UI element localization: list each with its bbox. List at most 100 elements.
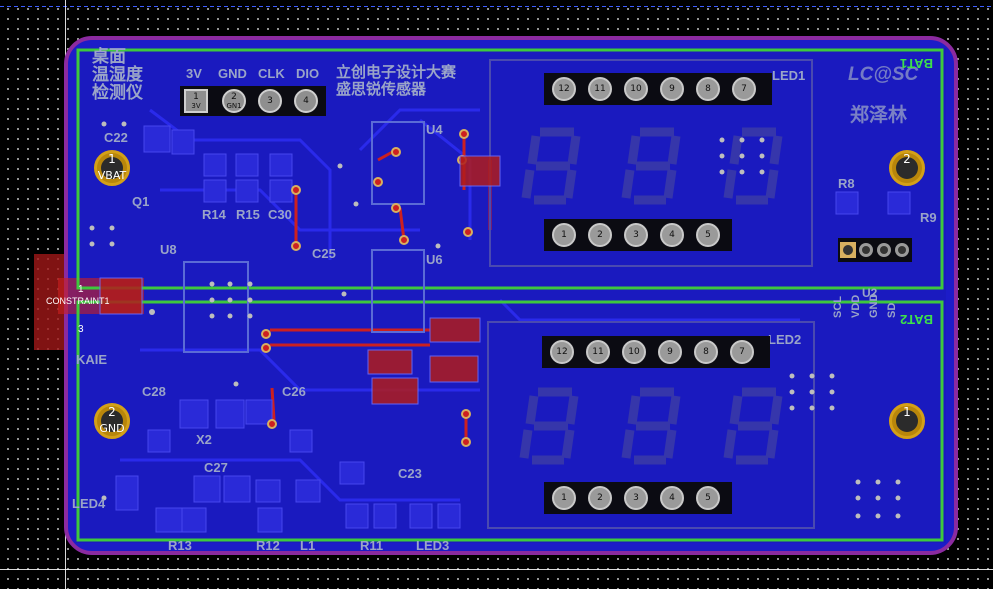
led-pin[interactable]: 4 [660,223,684,247]
led-pin[interactable]: 2 [588,486,612,510]
led-pin[interactable]: 11 [588,77,612,101]
pin-number: 12 [556,347,568,357]
pad-number: 1 [193,91,199,102]
pin-number: 1 [561,230,567,240]
led-pin[interactable]: 12 [550,340,574,364]
lcsc-logo: LC@SC [848,64,919,85]
ref-r15: R15 [236,207,260,222]
board-title-line-1: 桌面 [92,47,126,66]
u8-outline [183,261,249,353]
j-pin-4[interactable]: 4 [294,89,318,113]
pin-number: 10 [630,84,642,94]
ref-bat2: BAT2 [900,312,933,327]
header-label-dio: DIO [296,66,320,81]
ref-led3: LED3 [416,538,450,553]
pin-number: 10 [628,347,640,357]
contest-text: 立创电子设计大赛 盛思锐传感器 [336,64,456,98]
bat2-outline [76,300,944,542]
pin-number: 9 [669,84,675,94]
led-pin[interactable]: 9 [660,77,684,101]
ref-led1: LED1 [772,68,806,83]
sensor-label-vdd: VDD [850,294,862,318]
j-pin-2[interactable]: 2 GN1 [222,89,246,113]
pad-number: 4 [303,96,309,106]
led-pin[interactable]: 11 [586,340,610,364]
pad-net: GN1 [226,101,242,110]
led2-top-pins: 12 11 10 9 8 7 [542,336,770,368]
pin-number: 11 [594,84,606,94]
pin-number: 5 [705,230,711,240]
led-pin[interactable]: 8 [694,340,718,364]
led-pin[interactable]: 10 [624,77,648,101]
ref-r11: R11 [360,538,384,553]
led-pin[interactable]: 5 [696,223,720,247]
ref-c26: C26 [282,384,306,399]
hatch-zones [99,155,501,405]
led-pin[interactable]: 4 [660,486,684,510]
header-label-3v: 3V [186,66,202,81]
pin-number: 1 [561,493,567,503]
pad-number: 2 [231,91,237,102]
led-pin[interactable]: 7 [730,340,754,364]
ref-r9: R9 [920,210,937,225]
board-title-line-3: 检测仪 [92,83,143,102]
ref-c28: C28 [142,384,166,399]
pin-number: 4 [669,493,675,503]
led-pin[interactable]: 1 [552,223,576,247]
ref-x2: X2 [196,432,212,447]
led-pin[interactable]: 5 [696,486,720,510]
hole-number: 2 [108,405,116,419]
ref-kaie: KAIE [76,352,108,367]
switch-pin-1: 1 [78,284,84,295]
ref-c30: C30 [268,207,292,222]
ref-u4: U4 [426,122,443,137]
contest-line-2: 盛思锐传感器 [336,81,427,98]
sensor-label-gnd: GND [868,293,880,318]
pad-net: 3V [191,101,201,110]
pin-number: 7 [739,347,745,357]
hole-drill [101,410,123,432]
grid-guide-dashed [0,6,993,7]
mount-hole-vbat[interactable]: 1 VBAT [94,150,130,186]
mount-hole-bat1-2[interactable]: 2 [889,150,925,186]
sensor-header-pins [840,242,909,258]
ref-led2: LED2 [768,332,802,347]
hole-number: 2 [903,152,911,166]
pin-number: 7 [741,84,747,94]
header-label-gnd: GND [218,66,247,81]
led-pin[interactable]: 1 [552,486,576,510]
pin-number: 2 [597,230,603,240]
j-pin-3[interactable]: 3 [258,89,282,113]
led-pin[interactable]: 10 [622,340,646,364]
segment-digits-top [521,127,783,205]
led-pin[interactable]: 3 [624,486,648,510]
pin-number: 3 [633,230,639,240]
j-pin-1[interactable]: 1 3V [184,89,208,113]
ref-c22: C22 [104,130,128,145]
led-pin[interactable]: 7 [732,77,756,101]
hole-number: 1 [903,405,911,419]
mount-hole-bat2-1[interactable]: 1 [889,403,925,439]
mount-hole-gnd[interactable]: 2 GND [94,403,130,439]
header-label-clk: CLK [258,66,285,81]
led-pin[interactable]: 3 [624,223,648,247]
ref-u2: U2 [862,286,878,300]
ref-bat1: BAT1 [900,56,933,71]
led-pin[interactable]: 12 [552,77,576,101]
led-pin[interactable]: 2 [588,223,612,247]
led1-bottom-pins: 1 2 3 4 5 [544,219,732,251]
hole-drill [896,157,918,179]
led2-bottom-pins: 1 2 3 4 5 [544,482,732,514]
ref-c23: C23 [398,466,422,481]
ref-r12: R12 [256,538,280,553]
pin-number: 8 [705,84,711,94]
ref-c25: C25 [312,246,336,261]
contest-line-1: 立创电子设计大赛 [336,64,457,81]
pad-number: 3 [267,96,273,106]
board-title: 桌面 温湿度 检测仪 [92,48,143,102]
led-pin[interactable]: 8 [696,77,720,101]
led-pin[interactable]: 9 [658,340,682,364]
ref-u6: U6 [426,252,443,267]
ref-q1: Q1 [132,194,150,209]
